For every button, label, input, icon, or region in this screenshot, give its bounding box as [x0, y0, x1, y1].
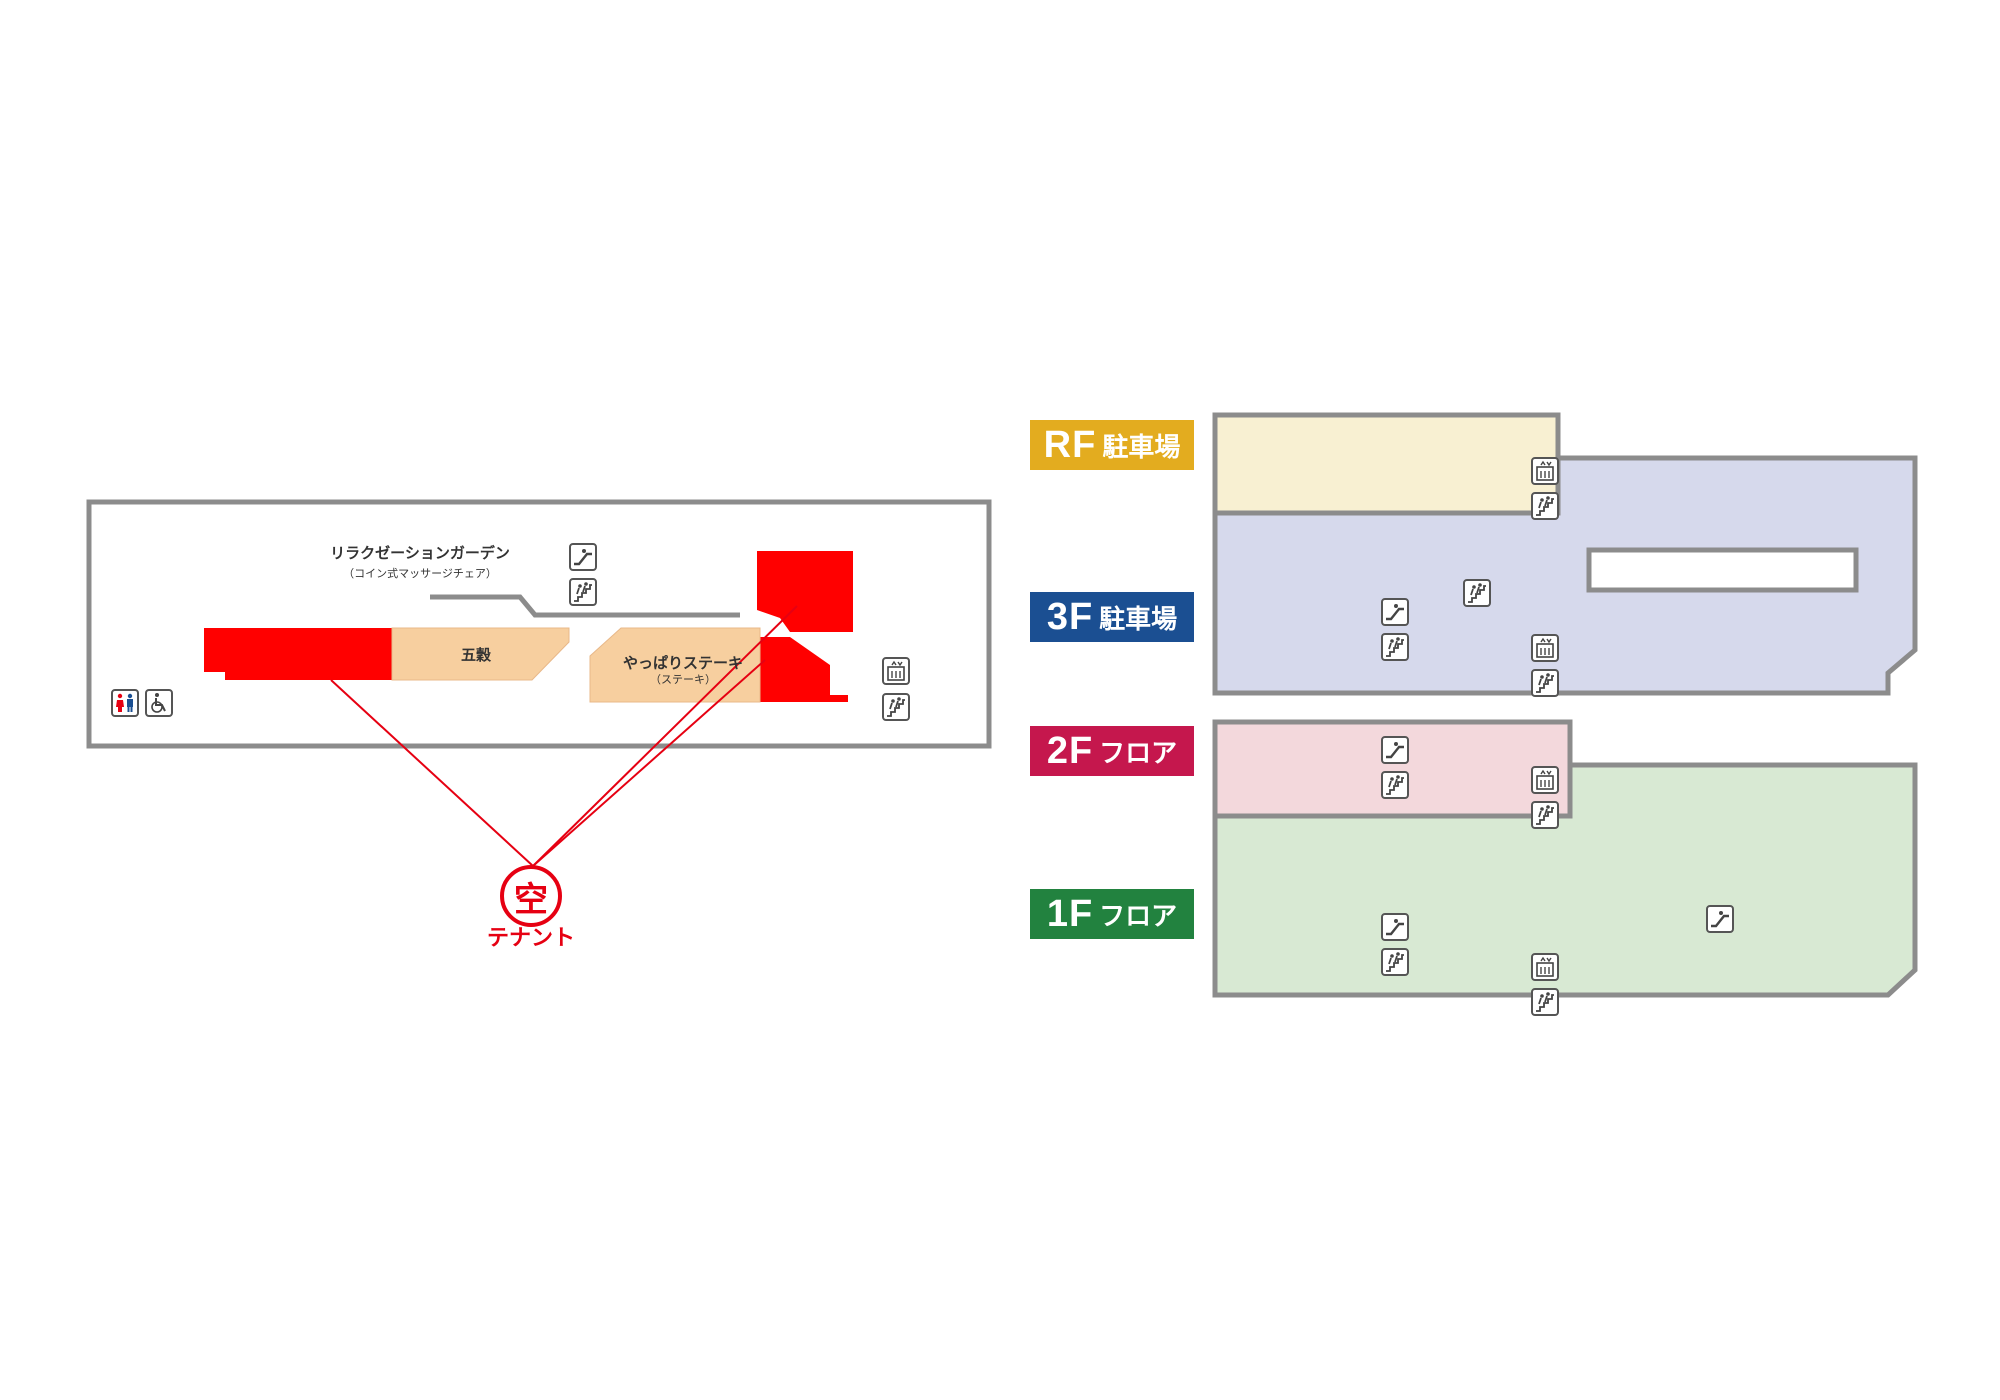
floor-level: 3F: [1046, 595, 1094, 638]
vacant-tenant-marker[interactable]: 空: [500, 865, 562, 927]
elevator-icon[interactable]: [1531, 634, 1559, 662]
stairs-icon[interactable]: [1381, 633, 1409, 661]
relax-garden-label: リラクゼーションガーデン: [330, 544, 510, 562]
floor-rf-block[interactable]: [1212, 412, 1561, 516]
vacant-area-left[interactable]: [204, 628, 392, 680]
escalator-icon[interactable]: [1381, 913, 1409, 941]
escalator-icon[interactable]: [1381, 598, 1409, 626]
void-3f: [1586, 547, 1859, 593]
floor-text: 駐車場: [1102, 432, 1181, 463]
escalator-icon[interactable]: [1381, 736, 1409, 764]
vacant-area-right-top[interactable]: [757, 551, 853, 632]
floor-text: フロア: [1099, 738, 1178, 769]
leader-line: [532, 659, 766, 867]
escalator-icon[interactable]: [1706, 905, 1734, 933]
stairs-icon[interactable]: [1531, 801, 1559, 829]
stairs-icon[interactable]: [1381, 948, 1409, 976]
stairs-icon[interactable]: [1531, 492, 1559, 520]
stairs-icon[interactable]: [1531, 988, 1559, 1016]
yappari-sublabel: （ステーキ）: [650, 673, 716, 686]
vacant-area-right-bottom[interactable]: [760, 637, 848, 702]
elevator-icon[interactable]: [1531, 953, 1559, 981]
stairs-icon[interactable]: [882, 693, 910, 721]
partition-line: [430, 594, 740, 618]
floor-text: フロア: [1099, 901, 1178, 932]
restroom-icon: [111, 689, 139, 717]
floor-text: 駐車場: [1099, 604, 1178, 635]
stairs-icon[interactable]: [1463, 579, 1491, 607]
floor-level: 2F: [1046, 729, 1094, 772]
floor-level: 1F: [1046, 892, 1094, 935]
yappari-label: やっぱりステーキ: [623, 654, 743, 672]
elevator-icon[interactable]: [1531, 766, 1559, 794]
vacant-tenant-label: テナント: [486, 926, 575, 951]
stairs-icon[interactable]: [569, 578, 597, 606]
relax-garden-sublabel: （コイン式マッサージチェア）: [343, 567, 497, 580]
floor-outline: [86, 499, 992, 749]
leader-line: [330, 679, 534, 867]
vacant-char: 空: [514, 879, 548, 920]
elevator-icon[interactable]: [1531, 457, 1559, 485]
leader-line: [532, 605, 798, 867]
floor-level: RF: [1043, 423, 1097, 466]
elevator-icon[interactable]: [882, 657, 910, 685]
stairs-icon[interactable]: [1531, 669, 1559, 697]
wheelchair-icon: [145, 689, 173, 717]
stairs-icon[interactable]: [1381, 771, 1409, 799]
escalator-icon[interactable]: [569, 543, 597, 571]
shop-gokoku[interactable]: [391, 627, 570, 681]
gokoku-label: 五穀: [461, 646, 492, 664]
